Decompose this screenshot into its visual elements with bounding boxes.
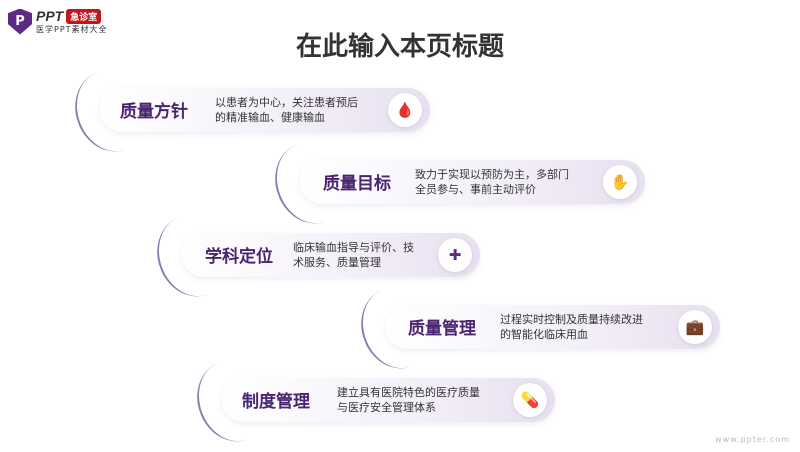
page-title: 在此输入本页标题 <box>295 32 504 62</box>
item-title: 质量管理 <box>408 319 476 339</box>
item-desc: 临床输血指导与评价、技术服务、质量管理 <box>293 241 414 269</box>
logo-tagline: 医学PPT素材大全 <box>36 25 108 34</box>
item-pill <box>386 305 720 349</box>
hand-care-icon: ✋ <box>603 165 637 199</box>
pill-icon: 💊 <box>513 383 547 417</box>
blood-bag-icon: 🩸 <box>388 93 422 127</box>
item-row: 质量管理 过程实时控制及质量持续改进的智能化临床用血 💼 <box>350 277 720 379</box>
item-row: 制度管理 建立具有医院特色的医疗质量与医疗安全管理体系 💊 <box>186 350 555 452</box>
item-title: 质量方针 <box>120 102 188 122</box>
item-title: 制度管理 <box>242 392 310 412</box>
item-desc: 建立具有医院特色的医疗质量与医疗安全管理体系 <box>337 386 480 414</box>
item-row: 质量目标 致力于实现以预防为主，多部门全员参与、事前主动评价 ✋ <box>264 132 645 234</box>
medical-kit-icon: 💼 <box>678 310 712 344</box>
item-desc: 以患者为中心，关注患者预后的精准输血、健康输血 <box>215 96 358 124</box>
item-title: 质量目标 <box>323 174 391 194</box>
item-pill <box>182 233 480 277</box>
item-pill <box>100 88 430 132</box>
item-pill <box>300 160 645 204</box>
item-pill <box>222 378 555 422</box>
logo-name: PPT <box>36 8 64 24</box>
item-row: 质量方针 以患者为中心，关注患者预后的精准输血、健康输血 🩸 <box>64 60 430 162</box>
item-title: 学科定位 <box>205 247 273 267</box>
item-desc: 过程实时控制及质量持续改进的智能化临床用血 <box>500 313 643 341</box>
item-row: 学科定位 临床输血指导与评价、技术服务、质量管理 ✚ <box>146 205 480 307</box>
hospital-bed-icon: ✚ <box>438 238 472 272</box>
item-desc: 致力于实现以预防为主，多部门全员参与、事前主动评价 <box>415 168 569 196</box>
watermark: www.ppter.com <box>715 435 790 444</box>
logo-badge: 急诊室 <box>66 8 102 24</box>
